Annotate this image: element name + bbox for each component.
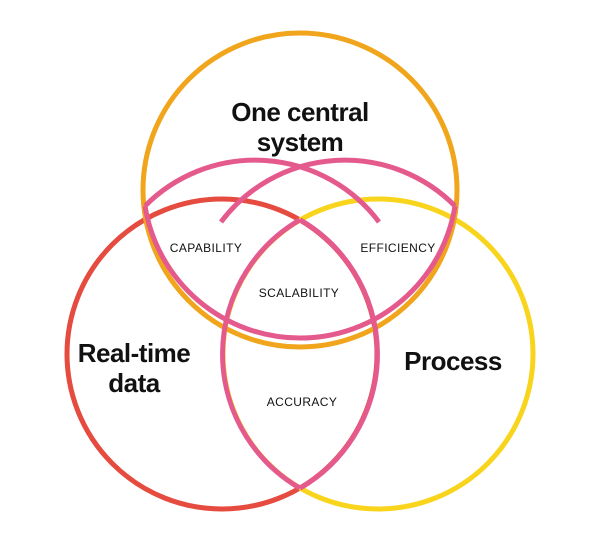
overlap-label-capability: CAPABILITY: [169, 241, 243, 255]
set-label-one-central-system: One central system: [231, 97, 369, 157]
set-label-process: Process: [404, 346, 502, 376]
overlap-label-accuracy: ACCURACY: [266, 395, 338, 409]
circle-one-central-system: [140, 30, 460, 350]
overlap-label-efficiency: EFFICIENCY: [360, 241, 436, 255]
overlap-arc-top-circle: [142, 205, 458, 341]
set-label-real-time-data: Real-time data: [77, 338, 191, 398]
overlap-arc-right-circle-top: [219, 157, 457, 224]
overlap-label-scalability: SCALABILITY: [258, 286, 340, 300]
overlap-arc-right-circle: [298, 217, 380, 491]
overlap-arc-left-circle: [220, 217, 302, 491]
overlap-arc-left-circle-top: [143, 157, 381, 224]
